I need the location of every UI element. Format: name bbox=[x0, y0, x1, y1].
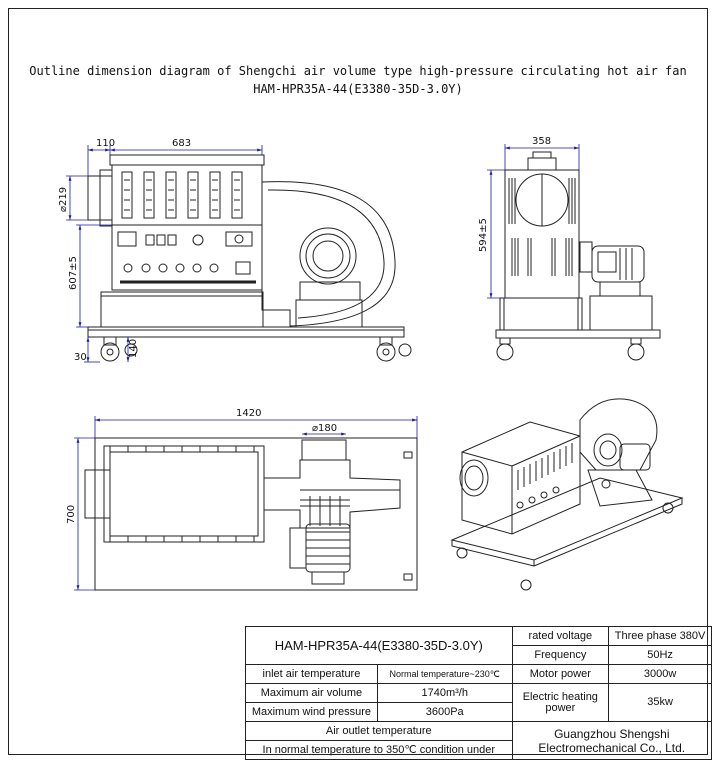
top-view bbox=[74, 416, 418, 591]
model-subtitle: HAM-HPR35A-44(E3380-35D-3.0Y) bbox=[253, 82, 463, 96]
front-vent-slots bbox=[121, 171, 243, 219]
spec-air-outlet-label: Air outlet temperature bbox=[245, 721, 513, 741]
front-casters bbox=[100, 336, 412, 362]
top-fan-grid bbox=[300, 496, 350, 526]
spec-air-volume-label: Maximum air volume bbox=[245, 683, 378, 703]
dim-caster-height: 30 bbox=[74, 352, 87, 363]
spec-wind-pressure-value: 3600Pa bbox=[376, 702, 513, 722]
spec-rated-voltage-value: Three phase 380V bbox=[608, 626, 712, 646]
dim-front-dia: ⌀219 bbox=[58, 187, 69, 212]
fan-scroll bbox=[261, 181, 396, 327]
dim-front-height: 607±5 bbox=[68, 256, 79, 290]
spec-table: HAM-HPR35A-44(E3380-35D-3.0Y) rated volt… bbox=[245, 626, 713, 760]
spec-air-outlet-value: In normal temperature to 350℃ condition … bbox=[245, 740, 513, 760]
dim-top-dia: ⌀180 bbox=[312, 423, 337, 434]
dim-top-length: 1420 bbox=[236, 408, 261, 419]
spec-company: Guangzhou Shengshi Electromechanical Co.… bbox=[511, 721, 713, 760]
isometric-view bbox=[450, 398, 684, 591]
side-vents bbox=[508, 178, 576, 276]
dim-side-width: 358 bbox=[532, 136, 551, 147]
spec-frequency-label: Frequency bbox=[511, 645, 610, 665]
drawing-title: Outline dimension diagram of Shengchi ai… bbox=[29, 64, 687, 78]
dim-front-width: 683 bbox=[172, 138, 191, 149]
spec-rated-voltage-label: rated voltage bbox=[511, 626, 610, 646]
spec-heating-power-label: Electric heating power bbox=[511, 683, 610, 722]
spec-model: HAM-HPR35A-44(E3380-35D-3.0Y) bbox=[245, 626, 513, 665]
dim-base-height: 140 bbox=[128, 339, 139, 358]
top-bolt-row bbox=[109, 446, 255, 542]
spec-air-volume-value: 1740m³/h bbox=[376, 683, 513, 703]
spec-motor-power-value: 3000w bbox=[608, 664, 712, 684]
spec-frequency-value: 50Hz bbox=[608, 645, 712, 665]
spec-inlet-temp-label: inlet air temperature bbox=[245, 664, 378, 684]
dim-side-height: 594±5 bbox=[478, 218, 489, 252]
side-view bbox=[487, 144, 661, 361]
spec-wind-pressure-label: Maximum wind pressure bbox=[245, 702, 378, 722]
dim-top-depth: 700 bbox=[66, 505, 77, 524]
spec-inlet-temp-value: Normal temperature~230℃ bbox=[376, 664, 513, 684]
spec-heating-power-value: 35kw bbox=[608, 683, 712, 722]
spec-motor-power-label: Motor power bbox=[511, 664, 610, 684]
iso-vents bbox=[517, 443, 573, 490]
dim-inlet-length: 110 bbox=[96, 138, 115, 149]
front-view bbox=[66, 145, 412, 363]
control-panel bbox=[117, 231, 256, 284]
